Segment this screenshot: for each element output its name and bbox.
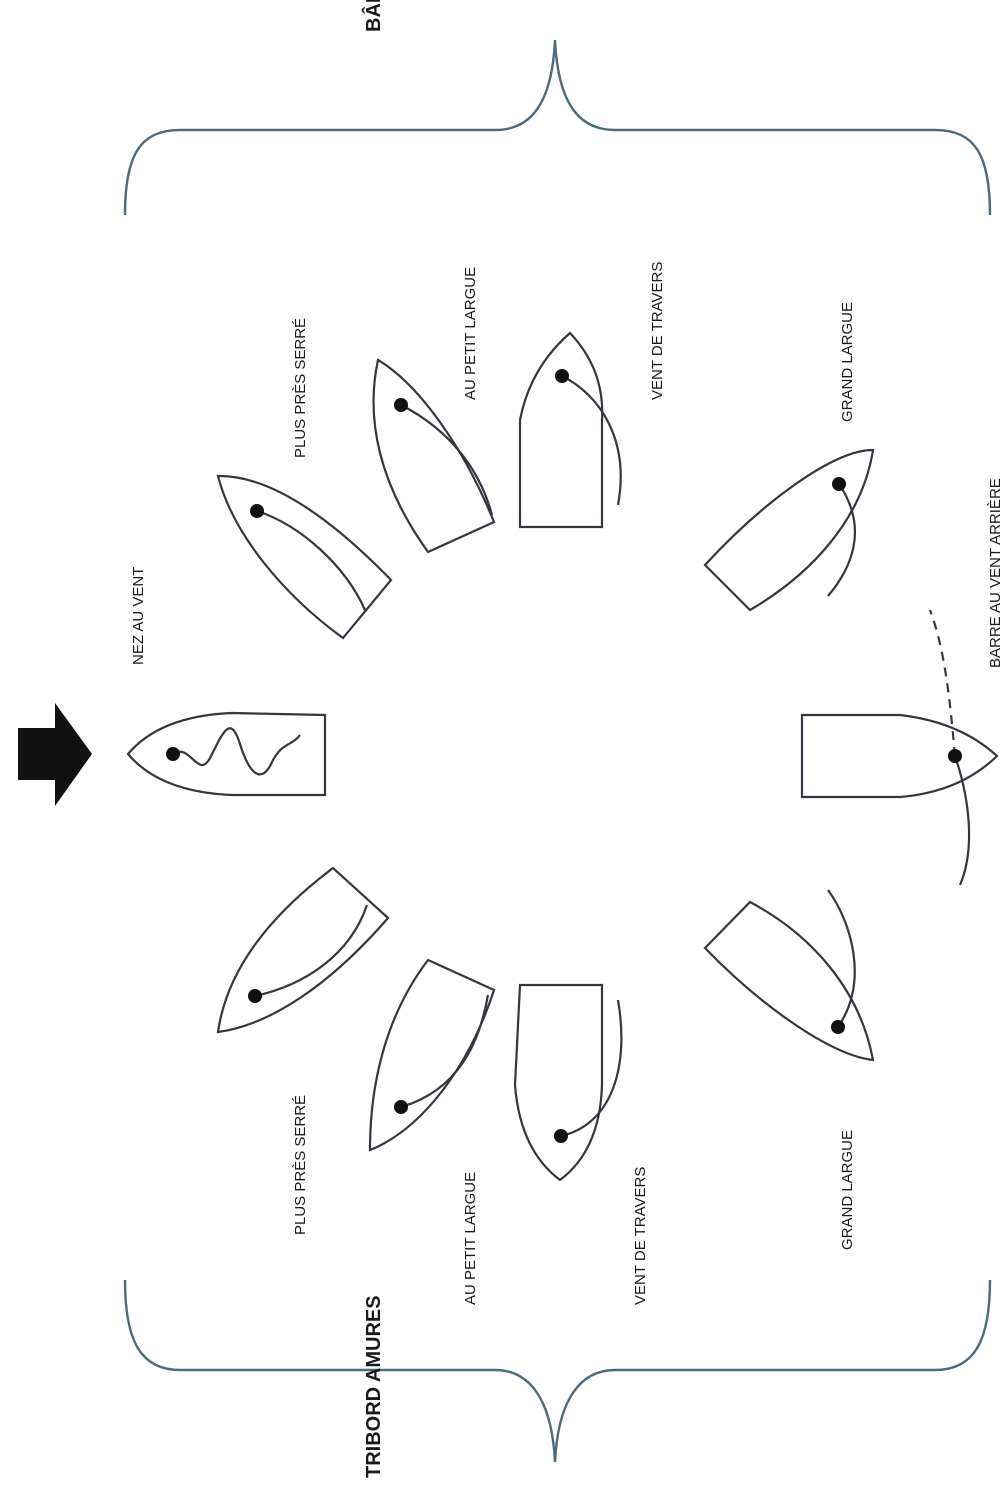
label-running: BARRE AU VENT ARRIÈRE — [987, 478, 1004, 668]
brace-starboard-tack — [125, 1280, 990, 1462]
boat-starboard-broad-reach — [705, 890, 873, 1060]
brace-port-tack — [125, 40, 990, 215]
label-head-to-wind: NEZ AU VENT — [130, 567, 147, 665]
boat-head-to-wind — [128, 713, 325, 795]
label-port-broad-reach: GRAND LARGUE — [839, 302, 856, 422]
label-starboard-beam-reach: VENT DE TRAVERS — [632, 1167, 649, 1305]
heading-port-tack: BÂBORD AMURES — [361, 0, 385, 32]
boat-starboard-close-hauled — [218, 868, 388, 1032]
label-starboard-close-reach: AU PETIT LARGUE — [462, 1172, 479, 1305]
heading-starboard-tack: TRIBORD AMURES — [363, 1295, 385, 1478]
label-port-beam-reach: VENT DE TRAVERS — [649, 262, 666, 400]
wind-arrow-icon — [18, 703, 92, 806]
boat-starboard-close-reach — [370, 960, 494, 1150]
boat-running — [802, 610, 997, 885]
boat-port-broad-reach — [705, 450, 873, 610]
label-starboard-close-hauled: PLUS PRÈS SERRÉ — [292, 1095, 309, 1235]
label-port-close-reach: AU PETIT LARGUE — [462, 267, 479, 400]
boat-starboard-beam-reach — [515, 985, 621, 1180]
boat-port-beam-reach — [520, 333, 621, 527]
boat-port-close-hauled — [218, 476, 391, 638]
label-port-close-hauled: PLUS PRÈS SERRÉ — [292, 318, 309, 458]
label-starboard-broad-reach: GRAND LARGUE — [839, 1130, 856, 1250]
